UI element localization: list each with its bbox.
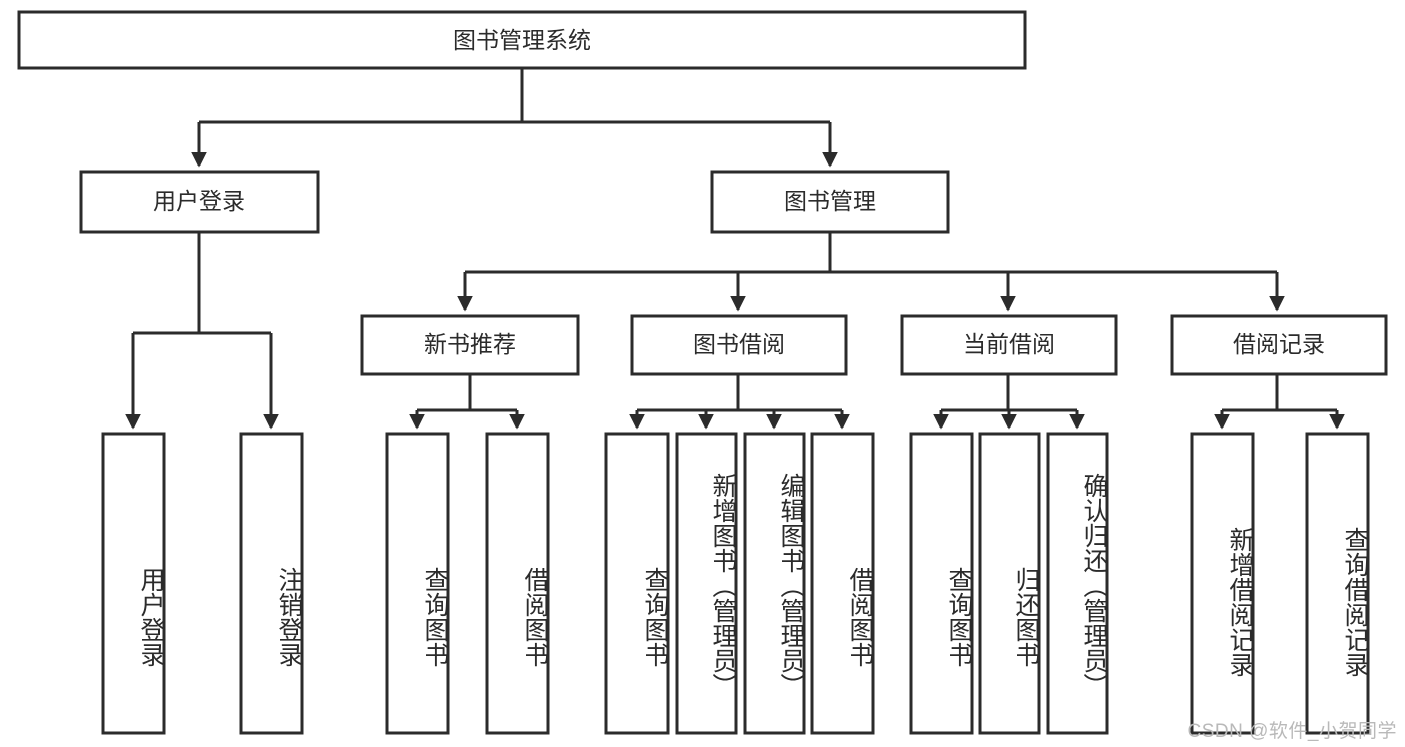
node-leaf-return-book-label: 归还图书 [1012, 566, 1040, 667]
node-borrow-record-label: 借阅记录 [1233, 331, 1325, 357]
node-leaf-add-book-admin-label: 新增图书（管理员） [709, 472, 737, 698]
node-leaf-borrow-book-2-label: 借阅图书 [846, 566, 874, 667]
node-leaf-borrow-book-1[interactable] [485, 432, 550, 735]
node-leaf-logout[interactable] [239, 432, 304, 735]
node-leaf-add-borrow-record-label: 新增借阅记录 [1226, 526, 1254, 677]
node-leaf-query-book-1-label: 查询图书 [421, 566, 449, 667]
csdn-watermark: CSDN @软件_小贺同学 [1187, 721, 1397, 742]
node-leaf-return-book[interactable] [978, 432, 1041, 735]
node-leaf-query-book-1[interactable] [385, 432, 450, 735]
node-leaf-user-login[interactable] [101, 432, 166, 735]
node-current-borrow-label: 当前借阅 [963, 331, 1055, 357]
node-leaf-confirm-return-admin-label: 确认归还（管理员） [1080, 472, 1108, 698]
node-leaf-add-book-admin[interactable] [675, 432, 738, 735]
node-leaf-query-book-2-label: 查询图书 [641, 566, 669, 667]
node-leaf-user-login-label: 用户登录 [137, 566, 165, 667]
node-user-login-label: 用户登录 [153, 188, 245, 214]
node-leaf-query-borrow-record-label: 查询借阅记录 [1341, 526, 1369, 677]
node-leaf-query-borrow-record[interactable] [1305, 432, 1370, 735]
node-leaf-add-borrow-record[interactable] [1190, 432, 1255, 735]
node-leaf-borrow-book-2[interactable] [810, 432, 875, 735]
node-new-book-recommend-label: 新书推荐 [424, 331, 516, 357]
node-leaf-query-book-3-label: 查询图书 [945, 566, 973, 667]
node-leaf-logout-label: 注销登录 [275, 566, 303, 667]
node-user-login[interactable] [79, 170, 320, 234]
node-leaf-query-book-2[interactable] [604, 432, 670, 735]
node-book-borrow[interactable] [630, 314, 848, 376]
node-book-borrow-label: 图书借阅 [693, 331, 785, 357]
node-root-label: 图书管理系统 [453, 27, 591, 53]
node-book-management[interactable] [710, 170, 950, 234]
node-leaf-edit-book-admin-label: 编辑图书（管理员） [777, 472, 805, 698]
node-book-management-label: 图书管理 [784, 188, 876, 214]
node-leaf-query-book-3[interactable] [909, 432, 974, 735]
node-leaf-confirm-return-admin[interactable] [1046, 432, 1109, 735]
node-leaf-borrow-book-1-label: 借阅图书 [521, 566, 549, 667]
node-root[interactable] [17, 10, 1027, 70]
node-new-book-recommend[interactable] [360, 314, 580, 376]
node-borrow-record[interactable] [1170, 314, 1388, 376]
node-current-borrow[interactable] [900, 314, 1118, 376]
node-leaf-edit-book-admin[interactable] [743, 432, 806, 735]
